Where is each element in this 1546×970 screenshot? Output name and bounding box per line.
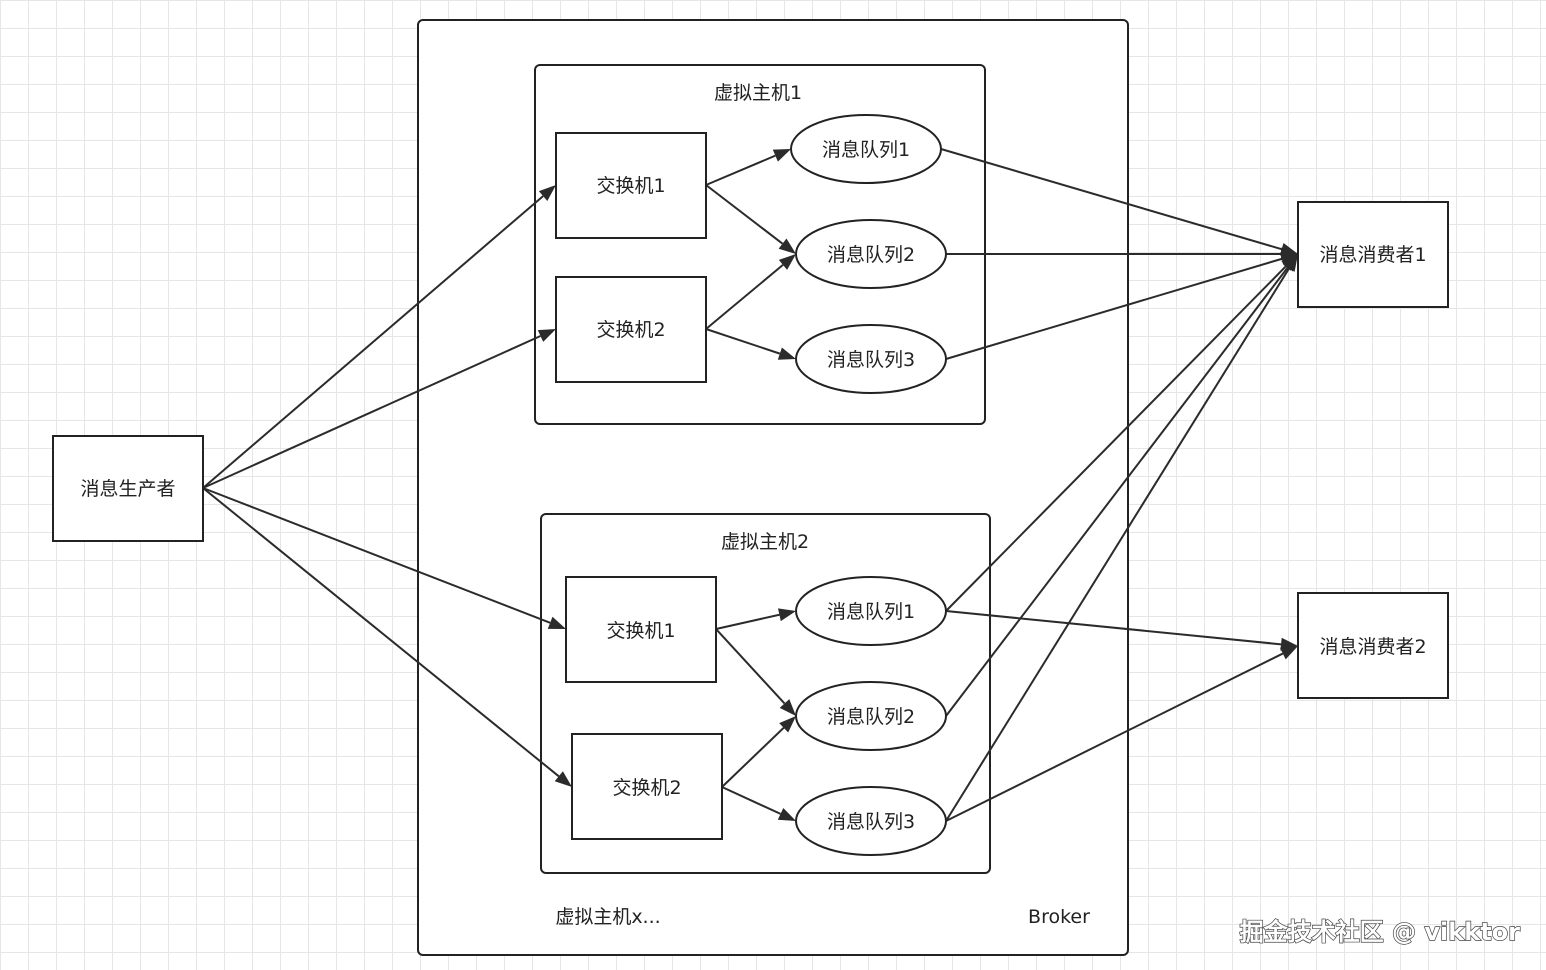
consumer2-node[interactable]: 消息消费者2 (1297, 592, 1449, 699)
broker-label: Broker (1028, 906, 1090, 928)
edge-vhost2-queue3-to-consumer1[interactable] (945, 267, 1290, 822)
vhost1-exchange1-label: 交换机1 (596, 175, 665, 197)
arrowhead-icon (778, 254, 796, 270)
vhost1-exchange1-node[interactable]: 交换机1 (555, 132, 707, 239)
arrowhead-icon (547, 616, 566, 629)
vhost2-queue1-label: 消息队列1 (827, 601, 915, 623)
producer-node[interactable]: 消息生产者 (52, 435, 204, 542)
vhost2-title: 虚拟主机2 (721, 531, 809, 553)
vhost1-queue1-node[interactable]: 消息队列1 (790, 114, 942, 184)
vhost2-queue3-node[interactable]: 消息队列3 (795, 786, 947, 856)
edge-vhost2-exchange1-to-vhost2-queue1[interactable] (715, 613, 780, 630)
vhost1-title: 虚拟主机1 (714, 82, 802, 104)
edges-layer (202, 148, 1298, 822)
edge-producer-to-vhost1-exchange2[interactable] (202, 335, 541, 489)
watermark-text: 掘金技术社区 @ vikktor (1240, 918, 1520, 946)
vhost2-queue3-label: 消息队列3 (827, 811, 915, 833)
vhost2-exchange1-node[interactable]: 交换机1 (565, 576, 717, 683)
vhost1-queue1-label: 消息队列1 (822, 139, 910, 161)
vhost1-queue3-label: 消息队列3 (827, 349, 915, 371)
edge-vhost2-queue2-to-consumer1[interactable] (945, 266, 1289, 717)
vhost1-queue3-node[interactable]: 消息队列3 (795, 324, 947, 394)
arrowhead-icon (777, 347, 796, 360)
consumer1-node[interactable]: 消息消费者1 (1297, 201, 1449, 308)
vhost2-exchange2-node[interactable]: 交换机2 (571, 733, 723, 840)
edge-producer-to-vhost2-exchange2[interactable] (202, 487, 560, 778)
edge-vhost1-queue1-to-consumer1[interactable] (940, 148, 1282, 251)
edge-vhost1-exchange2-to-vhost1-queue2[interactable] (705, 264, 784, 330)
arrowhead-icon (537, 329, 556, 342)
edge-vhost2-exchange2-to-vhost2-queue2[interactable] (721, 727, 785, 788)
arrowhead-icon (778, 608, 796, 622)
arrowhead-icon (538, 185, 556, 201)
vhost2-queue2-node[interactable]: 消息队列2 (795, 681, 947, 751)
arrowhead-icon (777, 808, 796, 821)
arrowhead-icon (778, 238, 796, 254)
vhost1-queue2-node[interactable]: 消息队列2 (795, 219, 947, 289)
edge-vhost2-queue3-to-consumer2[interactable] (945, 652, 1284, 822)
edge-vhost1-exchange1-to-vhost1-queue2[interactable] (705, 184, 784, 245)
vhost2-exchange2-label: 交换机2 (612, 777, 681, 799)
arrowhead-icon (779, 716, 796, 733)
edge-vhost2-exchange1-to-vhost2-queue2[interactable] (715, 628, 786, 705)
consumer1-label: 消息消费者1 (1319, 244, 1426, 266)
arrowhead-icon (772, 149, 791, 162)
arrowhead-icon (779, 699, 796, 716)
edge-vhost1-exchange2-to-vhost1-queue3[interactable] (705, 328, 781, 355)
edge-vhost1-exchange1-to-vhost1-queue1[interactable] (705, 154, 776, 186)
edge-vhost2-queue1-to-consumer1[interactable] (945, 265, 1287, 612)
vhost1-queue2-label: 消息队列2 (827, 244, 915, 266)
vhost2-exchange1-label: 交换机1 (606, 620, 675, 642)
consumer2-label: 消息消费者2 (1319, 636, 1426, 658)
vhost1-exchange2-node[interactable]: 交换机2 (555, 276, 707, 383)
edge-vhost1-queue3-to-consumer1[interactable] (945, 257, 1282, 360)
edge-vhost2-exchange2-to-vhost2-queue3[interactable] (721, 786, 781, 815)
edge-producer-to-vhost1-exchange1[interactable] (202, 195, 544, 489)
arrowhead-icon (1283, 254, 1298, 272)
vhost1-exchange2-label: 交换机2 (596, 319, 665, 341)
vhost2-queue2-label: 消息队列2 (827, 706, 915, 728)
arrowhead-icon (1279, 646, 1298, 660)
producer-label: 消息生产者 (80, 478, 175, 500)
edge-producer-to-vhost2-exchange1[interactable] (202, 487, 551, 624)
vhost2-queue1-node[interactable]: 消息队列1 (795, 576, 947, 646)
edge-vhost2-queue1-to-consumer2[interactable] (945, 610, 1282, 646)
more-vhosts-label: 虚拟主机x... (555, 906, 660, 928)
arrowhead-icon (554, 771, 572, 787)
